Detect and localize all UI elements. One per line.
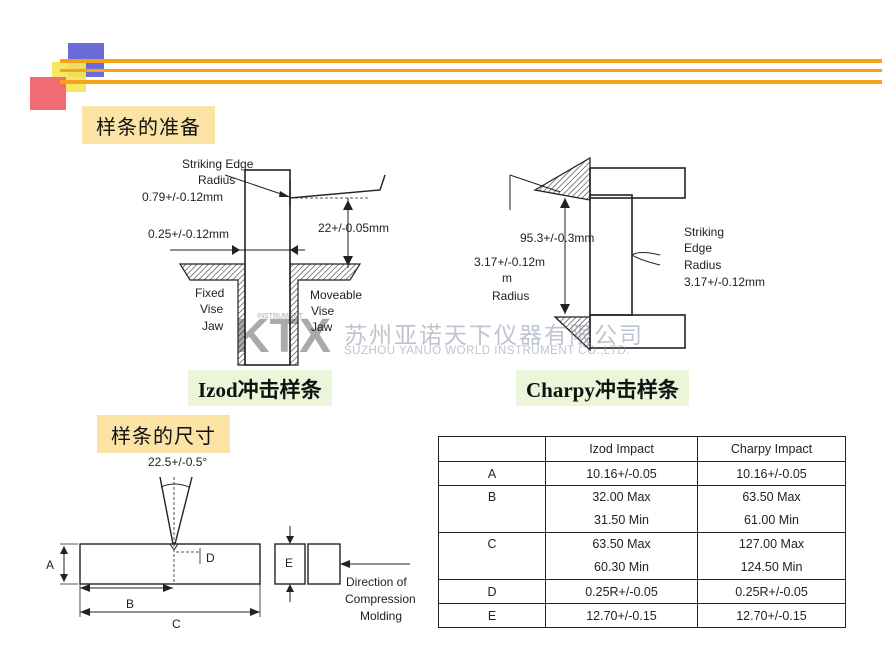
izod-value: 10.16+/-0.05 xyxy=(545,461,698,486)
table-header-charpy: Charpy Impact xyxy=(697,436,846,462)
charpy-caption: Charpy冲击样条 xyxy=(516,370,689,406)
izod-fixed-jaw xyxy=(178,263,246,366)
specimen-angle-label: 22.5+/-0.5° xyxy=(148,455,207,469)
charpy-top-support xyxy=(589,167,686,199)
table-header-label xyxy=(438,436,546,462)
izod-value: 12.70+/-0.15 xyxy=(545,603,698,628)
charpy-value: 10.16+/-0.05 xyxy=(697,461,846,486)
izod-diagram: Striking Edge Radius 0.79+/-0.12mm 0.25+… xyxy=(142,157,389,366)
specimen-bar xyxy=(79,543,261,585)
table-row: E 12.70+/-0.15 12.70+/-0.15 xyxy=(438,603,846,628)
izod-striking-edge-line-2: Radius xyxy=(198,173,235,187)
izod-fixed-jaw-line-2: Vise xyxy=(200,302,223,316)
charpy-striking-edge-line-1: Striking xyxy=(684,225,724,239)
specimen-label-e: E xyxy=(285,556,293,570)
table-header-izod: Izod Impact xyxy=(545,436,698,462)
table-header-row: Izod Impact Charpy Impact xyxy=(438,436,846,462)
izod-fixed-jaw-line-3: Jaw xyxy=(202,319,224,333)
izod-striking-edge-line-1: Striking Edge xyxy=(182,157,254,171)
specimen-label-d: D xyxy=(206,551,215,565)
izod-fixed-jaw-line-1: Fixed xyxy=(195,286,224,300)
section-title-dimensions: 样条的尺寸 xyxy=(97,415,230,453)
specimen-end-view-2 xyxy=(307,543,341,585)
charpy-specimen xyxy=(589,194,633,316)
charpy-support-radius-line-1: 3.17+/-0.12m xyxy=(474,255,545,269)
charpy-striking-edge-line-3: Radius xyxy=(684,258,721,272)
charpy-support-radius-line-3: Radius xyxy=(492,289,529,303)
izod-moveable-jaw-line-2: Vise xyxy=(311,304,334,318)
charpy-diagram: 95.3+/-0.3mm 3.17+/-0.12m m Radius Strik… xyxy=(474,156,765,352)
specimen-direction-line-1: Direction of xyxy=(346,575,407,589)
charpy-span-label: 95.3+/-0.3mm xyxy=(520,231,594,245)
izod-height-label: 22+/-0.05mm xyxy=(318,221,389,235)
izod-value: 0.25R+/-0.05 xyxy=(545,579,698,604)
watermark-company-cn: 苏州亚诺天下仪器有限公司 xyxy=(344,323,644,349)
svg-text:INSTRUMENT: INSTRUMENT xyxy=(257,313,304,320)
row-label: B xyxy=(438,485,546,533)
specimen-direction-line-3: Molding xyxy=(360,609,402,623)
header-line-bottom xyxy=(60,80,882,84)
spec-table: Izod Impact Charpy Impact A 10.16+/-0.05… xyxy=(438,436,846,628)
izod-moveable-jaw-line-3: Jaw xyxy=(311,320,333,334)
izod-notch-radius: 0.25+/-0.12mm xyxy=(148,227,229,241)
izod-caption: Izod冲击样条 xyxy=(188,370,332,406)
charpy-striking-edge-line-2: Edge xyxy=(684,241,712,255)
table-row: A 10.16+/-0.05 10.16+/-0.05 xyxy=(438,461,846,486)
row-label: D xyxy=(438,579,546,604)
izod-moveable-jaw-line-1: Moveable xyxy=(310,288,362,302)
izod-moveable-jaw xyxy=(289,263,362,366)
izod-striking-edge-line-3: 0.79+/-0.12mm xyxy=(142,190,223,204)
header-line-top xyxy=(60,59,882,63)
specimen-label-a: A xyxy=(46,558,54,572)
izod-striker xyxy=(289,174,386,199)
section-title-preparation: 样条的准备 xyxy=(82,106,215,144)
charpy-striking-edge-line-4: 3.17+/-0.12mm xyxy=(684,275,765,289)
specimen-label-c: C xyxy=(172,617,181,631)
charpy-value: 12.70+/-0.15 xyxy=(697,603,846,628)
charpy-value: 0.25R+/-0.05 xyxy=(697,579,846,604)
watermark-logo: KTX INSTRUMENT xyxy=(235,310,331,358)
row-label: E xyxy=(438,603,546,628)
watermark-company-en: SUZHOU YANUO WORLD INSTRUMENT CO.,LTD. xyxy=(344,345,630,357)
svg-text:KTX: KTX xyxy=(235,310,331,358)
row-label: C xyxy=(438,532,546,580)
specimen-diagram: 22.5+/-0.5° D A B C E Direction of Compr… xyxy=(46,455,416,631)
row-label: A xyxy=(438,461,546,486)
specimen-label-b: B xyxy=(126,597,134,611)
charpy-support-radius-line-2: m xyxy=(502,271,512,285)
header-line-middle xyxy=(60,69,882,72)
table-row: D 0.25R+/-0.05 0.25R+/-0.05 xyxy=(438,579,846,604)
specimen-direction-line-2: Compression xyxy=(345,592,416,606)
